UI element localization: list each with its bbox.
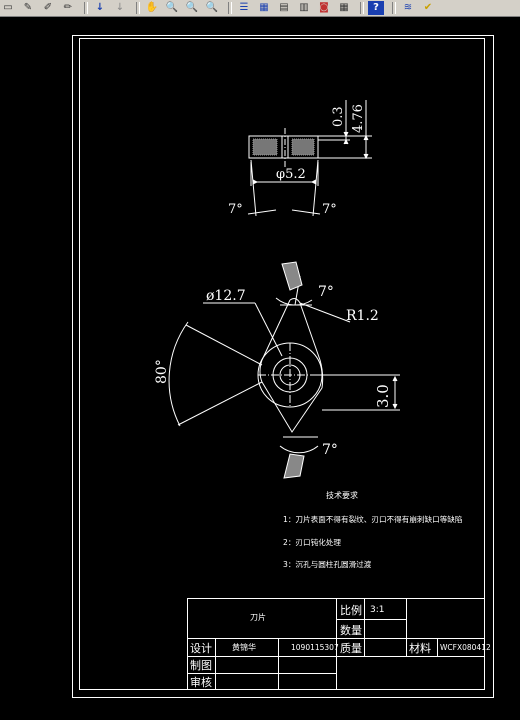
corner-left xyxy=(259,359,263,383)
draw-label: 制图 xyxy=(190,659,212,672)
redo-icon[interactable]: ↓ xyxy=(115,2,125,13)
help-icon[interactable]: ? xyxy=(368,1,384,15)
angle-arc-80 xyxy=(168,321,189,427)
angle-arc-top xyxy=(275,297,313,306)
dim-outer-dia: ø12.7 xyxy=(206,288,246,304)
markup-icon[interactable]: ◙ xyxy=(319,2,329,13)
dim-angle-top: 7° xyxy=(318,284,334,300)
section-hatch-right xyxy=(291,138,315,156)
review-label: 审核 xyxy=(190,675,212,689)
quantity-label: 数量 xyxy=(340,624,362,637)
corner-right xyxy=(319,359,324,389)
properties-icon[interactable]: ☰ xyxy=(239,2,249,13)
drawing-number: WCFX080412 xyxy=(440,643,491,652)
dim-thickness: 0.3 xyxy=(331,106,346,127)
drawing-canvas[interactable]: 0.3 4.76 φ5.2 7° 7° xyxy=(0,17,520,720)
requirement-1: 1：刀片表面不得有裂纹、刃口不得有崩刺缺口等缺陷 xyxy=(283,514,463,524)
calculator-icon[interactable]: ▦ xyxy=(339,2,349,13)
dim-radius: R1.2 xyxy=(346,308,379,324)
design-center-icon[interactable]: ▦ xyxy=(259,2,269,13)
flank-top-left xyxy=(261,299,291,361)
dia-leader xyxy=(254,302,283,357)
dim-width: 3.0 xyxy=(374,384,392,408)
sheet-set-icon[interactable]: ▥ xyxy=(299,2,309,13)
insert-left-half xyxy=(248,135,283,159)
requirement-2: 2：刃口钝化处理 xyxy=(283,537,341,547)
open-icon[interactable]: ✎ xyxy=(23,2,33,13)
dim-angle-right: 7° xyxy=(322,202,337,217)
undo-icon[interactable]: ↓ xyxy=(95,2,105,13)
section-hatch-left xyxy=(252,138,278,156)
pan-icon[interactable]: ✋ xyxy=(145,2,159,13)
front-view-labels: ø12.7 7° R1.2 80° 3.0 7° xyxy=(154,284,392,458)
radius-leader xyxy=(299,302,351,323)
flank-top-right xyxy=(299,302,321,361)
insert-right-half xyxy=(287,135,319,159)
requirement-3: 3：沉孔与圆柱孔圆滑过渡 xyxy=(283,559,372,569)
side-view xyxy=(247,100,372,217)
scale-value: 3:1 xyxy=(370,605,384,615)
dim-angle-80: 80° xyxy=(154,359,170,384)
side-view-labels: 0.3 4.76 φ5.2 7° 7° xyxy=(228,104,366,217)
title-block xyxy=(187,598,485,690)
material-label: 材料 xyxy=(409,641,431,655)
angle-arc-bottom xyxy=(279,445,319,454)
toolbar-separator xyxy=(360,2,364,14)
part-name: 刀片 xyxy=(250,612,266,622)
requirements-title: 技术要求 xyxy=(326,490,358,500)
design-label: 设计 xyxy=(190,642,212,655)
technical-requirements: 技术要求 1：刀片表面不得有裂纹、刃口不得有崩刺缺口等缺陷 2：刃口钝化处理 3… xyxy=(283,490,463,569)
student-number: 1090115307 xyxy=(291,643,339,652)
scale-label: 比例 xyxy=(340,603,362,617)
designer-name: 黄锦华 xyxy=(232,642,256,652)
zoom-previous-icon[interactable]: 🔍 xyxy=(205,2,219,13)
toolbar-separator xyxy=(84,2,88,14)
toolbar-separator xyxy=(228,2,232,14)
zoom-window-icon[interactable]: 🔍 xyxy=(185,2,199,13)
dim-bore: φ5.2 xyxy=(276,167,306,182)
layers-icon[interactable]: ≋ xyxy=(403,2,413,13)
toolbar-separator xyxy=(136,2,140,14)
tool-palette-icon[interactable]: ▤ xyxy=(279,2,289,13)
zoom-realtime-icon[interactable]: 🔍 xyxy=(165,2,179,13)
flank-bottom xyxy=(261,381,323,433)
new-icon[interactable]: ▭ xyxy=(3,2,13,13)
outer-frame xyxy=(72,35,494,698)
corner-top xyxy=(289,298,301,304)
bulb-icon[interactable]: ✔ xyxy=(423,2,433,13)
angle-ray-top xyxy=(185,324,263,366)
section-top xyxy=(281,261,303,291)
dim-height: 4.76 xyxy=(351,104,366,133)
section-bottom xyxy=(283,453,305,479)
angle-ray-bottom xyxy=(177,381,263,426)
cad-toolbar: ▭ ✎ ✐ ✏ ↓ ↓ ✋ 🔍 🔍 🔍 ☰ ▦ ▤ ▥ ◙ ▦ ? ≋ ✔ xyxy=(0,0,520,17)
drawing-svg: 0.3 4.76 φ5.2 7° 7° xyxy=(72,35,494,698)
front-view xyxy=(168,261,400,479)
weight-label: 质量 xyxy=(340,642,362,655)
pen-icon[interactable]: ✐ xyxy=(43,2,53,13)
pencil-icon[interactable]: ✏ xyxy=(63,2,73,13)
dim-angle-bottom: 7° xyxy=(322,442,338,458)
toolbar-separator xyxy=(392,2,396,14)
dim-angle-left: 7° xyxy=(228,202,243,217)
title-block-text: 刀片 比例 3:1 数量 质量 材料 WCFX080412 设计 黄锦华 109… xyxy=(190,603,491,689)
